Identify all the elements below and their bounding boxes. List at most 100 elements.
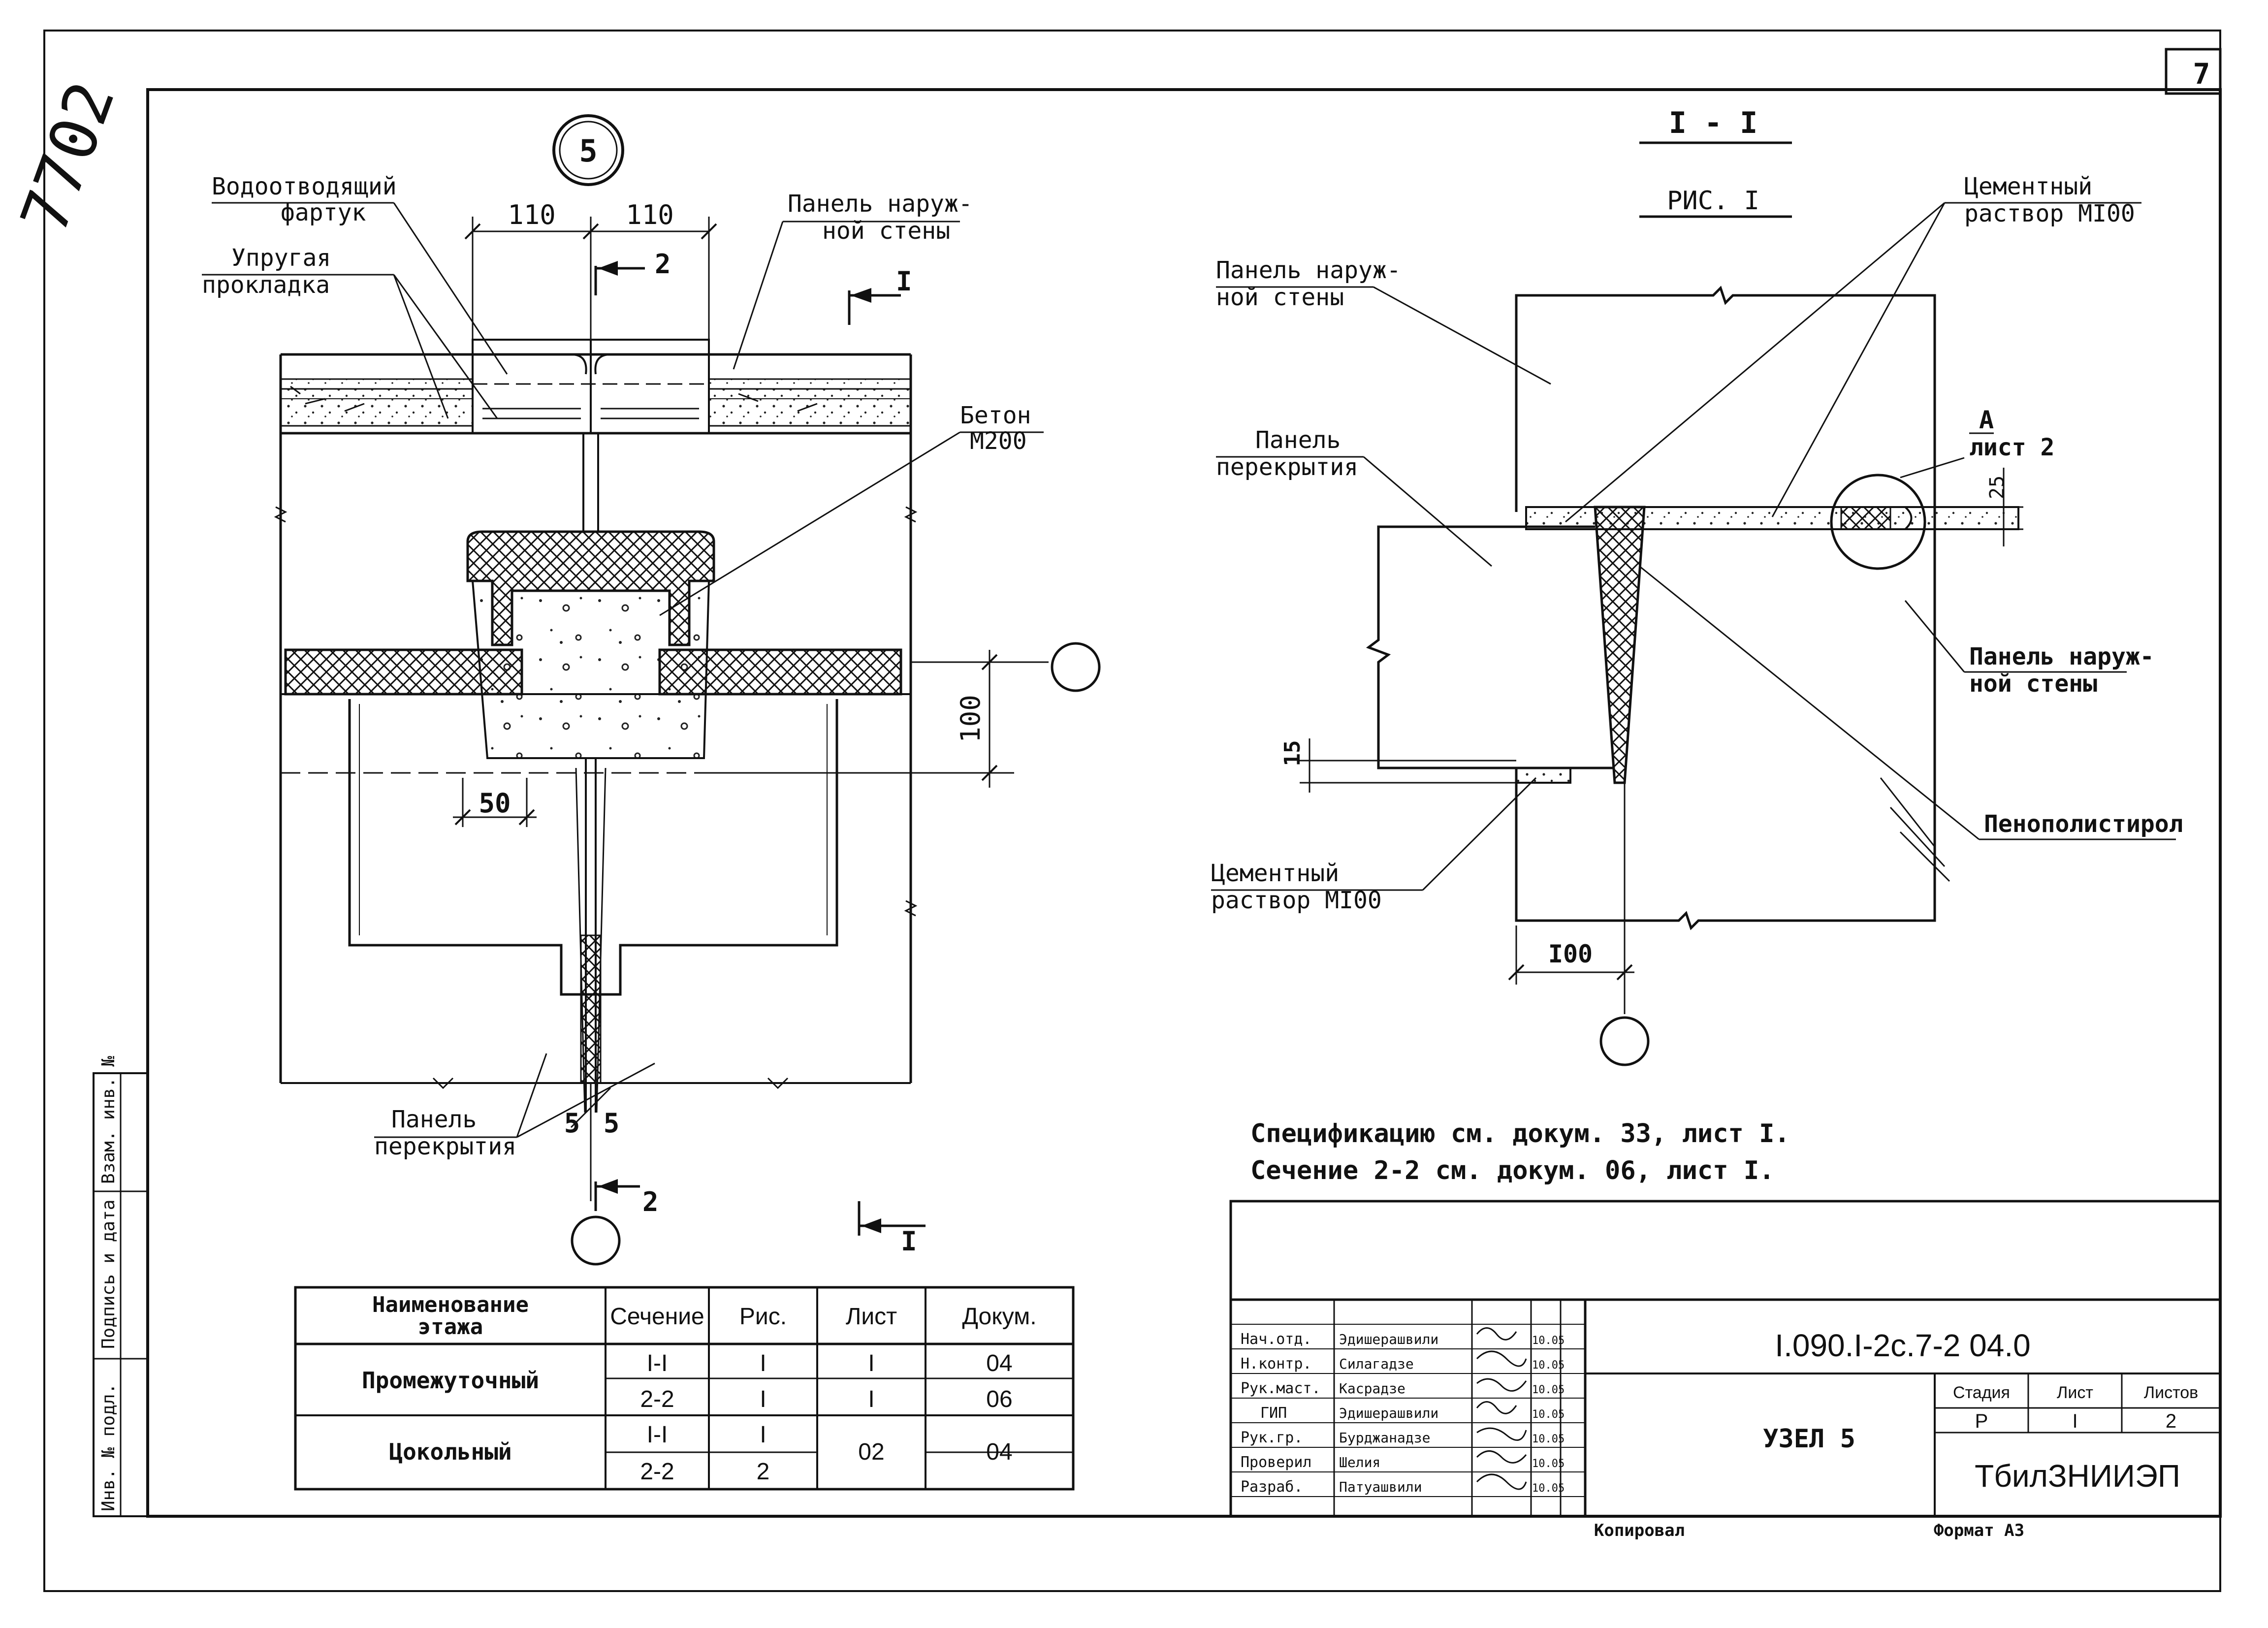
- label-wall-top-1: Панель наруж-: [1216, 256, 1401, 284]
- signatures: [1476, 1327, 1527, 1490]
- th-floor-2: этажа: [418, 1314, 483, 1340]
- svg-text:50: 50: [479, 788, 511, 819]
- title-block: I.090.I-2с.7-2 04.0 УЗЕЛ 5 ТбилЗНИИЭП Ст…: [1229, 1200, 2222, 1540]
- label-wall-top-2: ной стены: [1216, 284, 1344, 311]
- sheets-value: 2: [2166, 1410, 2176, 1432]
- label-floor-1: Панель: [391, 1106, 477, 1133]
- svg-text:10.05: 10.05: [1532, 1335, 1565, 1347]
- margin-scribble: 7702: [6, 72, 129, 243]
- svg-text:2-2: 2-2: [640, 1459, 674, 1485]
- top-wall-panels: [280, 339, 912, 435]
- svg-text:Шелия: Шелия: [1339, 1454, 1380, 1470]
- notes: Спецификацию см. докум. 33, лист I. Сече…: [1250, 1119, 1790, 1185]
- label-mortar-top-1: Цементный: [1964, 173, 2092, 200]
- svg-text:Эдишерашвили: Эдишерашвили: [1339, 1405, 1438, 1421]
- format-label: Формат А3: [1934, 1521, 2024, 1540]
- section-marker-2-top: 2: [594, 249, 671, 295]
- label-gasket-1: Упругая: [231, 244, 331, 272]
- section-marker-1-bottom: I: [901, 1226, 917, 1257]
- label-foam: Пенополистирол: [1984, 810, 2183, 838]
- svg-text:2: 2: [655, 249, 671, 280]
- svg-text:02: 02: [858, 1439, 884, 1465]
- svg-text:I: I: [868, 1350, 874, 1376]
- label-gasket-2: прокладка: [202, 271, 330, 299]
- label-mortar-bottom-1: Цементный: [1211, 860, 1339, 887]
- svg-text:I: I: [760, 1350, 766, 1376]
- svg-text:2-2: 2-2: [640, 1386, 674, 1412]
- label-mortar-top-2: раствор МI00: [1964, 200, 2135, 227]
- stamp-inv-no: Инв. № подл.: [98, 1383, 119, 1511]
- section-marker-2-bottom: 2: [642, 1186, 659, 1217]
- svg-text:Проверил: Проверил: [1241, 1454, 1312, 1471]
- label-concrete-1: Бетон: [960, 402, 1031, 429]
- svg-text:ГИП: ГИП: [1260, 1405, 1287, 1422]
- svg-text:Разраб.: Разраб.: [1241, 1478, 1303, 1496]
- staff-rows: Нач.отд. Эдишерашвили 10.05 Н.контр. Сил…: [1231, 1324, 1585, 1497]
- svg-text:I: I: [896, 266, 912, 297]
- dim-left-110: 110: [508, 199, 556, 230]
- schedule-table: Наименование этажа Сечение Рис. Лист Док…: [294, 1286, 1075, 1491]
- th-floor-1: Наименование: [372, 1292, 529, 1317]
- row-floor-intermediate: Промежуточный: [362, 1367, 539, 1394]
- label-floor-right-1: Панель: [1255, 426, 1341, 454]
- sheet-number: 7: [2193, 57, 2210, 91]
- label-wall-1: Панель наруж-: [788, 190, 973, 218]
- node-number-circle: [552, 114, 624, 186]
- note-spec: Спецификацию см. докум. 33, лист I.: [1250, 1119, 1790, 1149]
- label-floor-right-2: перекрытия: [1216, 453, 1358, 481]
- section-marker-1-top: I: [848, 266, 912, 325]
- svg-text:Рук.гр.: Рук.гр.: [1241, 1429, 1303, 1446]
- dim-right-110: 110: [626, 199, 674, 230]
- sheet-label: Лист: [2057, 1383, 2093, 1402]
- callout-letter: А: [1979, 406, 1994, 434]
- right-section-view: I - I РИС. I I00 15: [1211, 106, 2183, 1066]
- svg-text:Н.контр.: Н.контр.: [1241, 1355, 1312, 1373]
- th-section: Сечение: [610, 1304, 704, 1330]
- label-concrete-2: М200: [970, 427, 1027, 455]
- label-wall-right-1: Панель наруж-: [1969, 643, 2154, 670]
- wall-panel-section: [1515, 286, 1936, 930]
- svg-text:10.05: 10.05: [1532, 1384, 1565, 1396]
- svg-text:I-I: I-I: [647, 1350, 668, 1376]
- svg-text:Рук.маст.: Рук.маст.: [1241, 1380, 1321, 1397]
- svg-text:10.05: 10.05: [1532, 1433, 1565, 1445]
- drawing-title: УЗЕЛ 5: [1763, 1424, 1855, 1454]
- svg-text:Патуашвили: Патуашвили: [1339, 1479, 1422, 1495]
- svg-text:10.05: 10.05: [1532, 1482, 1565, 1495]
- svg-text:I: I: [760, 1386, 766, 1412]
- side-stamp: Инв. № подл. Подпись и дата Взам. инв. №: [93, 1056, 149, 1517]
- sheets-label: Листов: [2144, 1383, 2198, 1402]
- svg-text:Силагадзе: Силагадзе: [1339, 1356, 1414, 1372]
- node-number: 5: [579, 133, 597, 169]
- figure-label: РИС. I: [1667, 186, 1759, 216]
- section-title: I - I: [1669, 106, 1758, 140]
- stage-label: Стадия: [1953, 1383, 2010, 1402]
- svg-text:Бурджанадзе: Бурджанадзе: [1339, 1430, 1430, 1446]
- svg-text:I-I: I-I: [647, 1422, 668, 1448]
- note-section: Сечение 2-2 см. докум. 06, лист I.: [1250, 1156, 1774, 1185]
- svg-text:Касрадзе: Касрадзе: [1339, 1380, 1406, 1397]
- svg-text:10.05: 10.05: [1532, 1408, 1565, 1421]
- bottom-dimension: 5 5 2 I: [564, 1083, 926, 1266]
- svg-text:2: 2: [757, 1459, 770, 1485]
- svg-text:5: 5: [564, 1108, 580, 1139]
- label-mortar-bottom-2: раствор МI00: [1211, 887, 1382, 914]
- svg-text:25: 25: [1986, 476, 2009, 499]
- svg-text:Эдишерашвили: Эдишерашвили: [1339, 1331, 1438, 1347]
- svg-text:Нач.отд.: Нач.отд.: [1241, 1331, 1312, 1348]
- dim-50: 50: [453, 778, 537, 827]
- label-apron-1: Водоотводящий: [212, 173, 397, 200]
- svg-text:06: 06: [986, 1386, 1012, 1412]
- th-fig: Рис.: [739, 1304, 787, 1330]
- copied-label: Копировал: [1594, 1521, 1685, 1540]
- top-dimension: 110 110: [464, 199, 717, 354]
- left-node-view: 5 110 110 2 I: [202, 114, 1101, 1266]
- row-floor-basement: Цокольный: [389, 1438, 511, 1465]
- svg-text:100: 100: [955, 695, 986, 743]
- sheet-value: I: [2072, 1410, 2077, 1432]
- dim-100-vertical: 100: [709, 642, 1101, 788]
- callout-a: А лист 2 25: [1830, 406, 2054, 570]
- label-wall-right-2: ной стены: [1969, 670, 2097, 698]
- svg-text:10.05: 10.05: [1532, 1359, 1565, 1372]
